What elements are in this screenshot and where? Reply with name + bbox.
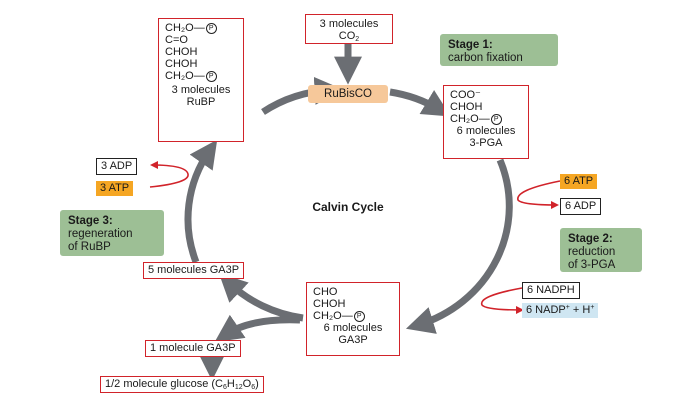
atp-in-stage-3: 3 ATP (96, 181, 134, 196)
rubp-formula-line-3: CHOH (165, 46, 198, 58)
pga-formula-line-3: CH₂O—P (450, 113, 522, 125)
ga3p-count: 6 molecules (323, 322, 383, 334)
ga3p-formula-line-1: CHO (313, 286, 338, 298)
stage-3-box: Stage 3: regeneration of RuBP (60, 210, 164, 256)
stage-2-title: Stage 2: (568, 233, 613, 245)
atp-adp-curve-stage2 (517, 180, 561, 209)
arc-ga3p-to-regen (218, 273, 304, 322)
ga3p-formula-line-2: CHOH (313, 298, 346, 310)
ga3p-export-arrow (214, 314, 301, 343)
glucose-label: 1/2 molecule glucose (C6H12O6) (100, 376, 264, 393)
pga-box: COO⁻ CHOH CH₂O—P 6 molecules 3-PGA (443, 85, 529, 159)
rubp-box: CH₂O—P C=O CHOH CHOH CH₂O—P 3 molecules … (158, 18, 244, 142)
rubp-formula-line-4: CHOH (165, 58, 198, 70)
nadph-curve (480, 287, 524, 314)
ga3p-box: CHO CHOH CH₂O—P 6 molecules GA3P (306, 282, 400, 356)
stage-1-desc: carbon fixation (448, 52, 523, 64)
pga-count: 6 molecules (456, 125, 516, 137)
ga3p-name: GA3P (338, 334, 368, 346)
arc-rubisco-to-pga (389, 88, 451, 117)
ga3p-formula-line-3: CH₂O—P (313, 310, 393, 322)
phosphate-icon: P (490, 114, 502, 125)
arc-regen-to-rubp (184, 139, 218, 264)
stage-2-line-2: of 3-PGA (568, 259, 616, 271)
nadph-in: 6 NADPH (522, 282, 580, 299)
cycle-title: Calvin Cycle (312, 200, 384, 214)
pga-formula-line-1: COO⁻ (450, 89, 481, 101)
stage-3-line-1: regeneration (68, 228, 133, 240)
rubp-name: RuBP (186, 96, 216, 108)
pga-formula-line-2: CHOH (450, 101, 483, 113)
rubp-formula-line-5: CH₂O—P (165, 70, 237, 82)
rubp-formula-line-1: CH₂O—P (165, 22, 237, 34)
pga-name: 3-PGA (469, 137, 503, 149)
arc-pga-to-ga3p (405, 158, 513, 334)
atp-adp-curve-stage3 (149, 161, 189, 188)
co2-formula: CO2 (338, 30, 360, 43)
stage-1-title: Stage 1: (448, 39, 493, 51)
phosphate-icon: P (353, 311, 365, 322)
stage-2-box: Stage 2: reduction of 3-PGA (560, 228, 642, 272)
atp-in-stage-2: 6 ATP (560, 174, 598, 189)
adp-out-stage-2: 6 ADP (560, 198, 602, 215)
co2-count: 3 molecules (319, 18, 379, 30)
phosphate-icon: P (205, 71, 217, 82)
adp-out-stage-3: 3 ADP (96, 158, 138, 175)
stage-3-line-2: of RuBP (68, 241, 111, 253)
stage-2-line-1: reduction (568, 246, 616, 258)
regen-ga3p-label: 5 molecules GA3P (143, 262, 245, 279)
phosphate-icon: P (205, 23, 217, 34)
rubp-formula-line-2: C=O (165, 34, 188, 46)
rubisco-label: RuBisCO (308, 85, 388, 103)
export-ga3p-label: 1 molecule GA3P (145, 340, 241, 357)
stage-3-title: Stage 3: (68, 215, 113, 227)
co2-input-box: 3 molecules CO2 (305, 14, 393, 44)
stage-1-box: Stage 1: carbon fixation (440, 34, 558, 66)
rubp-count: 3 molecules (171, 84, 231, 96)
nadp-out: 6 NADP+ + H+ (522, 303, 599, 318)
